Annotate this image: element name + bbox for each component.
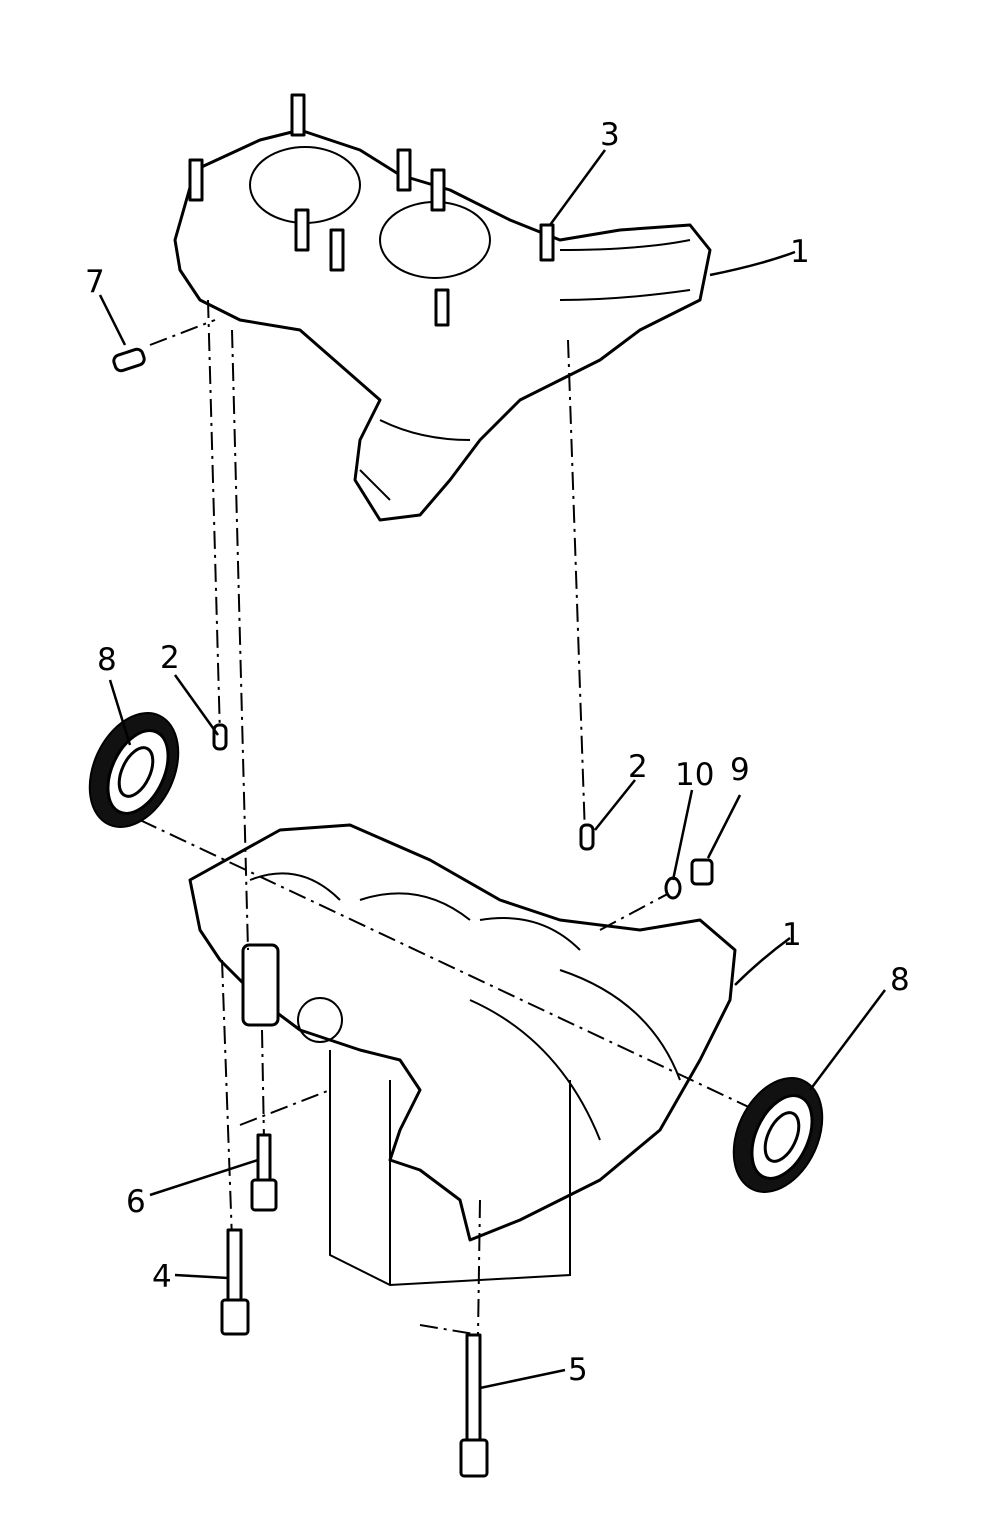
callout-1-top: 1 — [790, 234, 810, 270]
leader-lines — [98, 149, 886, 1390]
callout-8-right: 8 — [890, 962, 910, 998]
callout-9: 9 — [730, 752, 750, 788]
oil-seal-8-right — [732, 1077, 824, 1193]
bolt-6 — [250, 1133, 278, 1212]
dowel-pin-2-right — [579, 823, 595, 851]
dowel-pin-7 — [112, 347, 146, 373]
oil-seal-8-left — [88, 712, 180, 828]
drain-plug-9 — [690, 858, 714, 886]
callout-labels: 1 3 7 8 2 2 10 9 1 8 6 4 5 — [85, 117, 910, 1388]
lower-crankcase-half — [188, 823, 737, 1287]
callout-1-bottom: 1 — [782, 917, 802, 953]
callout-4: 4 — [152, 1259, 172, 1295]
alignment-lines — [139, 299, 756, 1336]
bolt-4 — [220, 1228, 250, 1336]
callout-3: 3 — [600, 117, 620, 153]
callout-6: 6 — [126, 1184, 146, 1220]
callout-5: 5 — [568, 1352, 588, 1388]
upper-crankcase-half — [173, 93, 712, 522]
callout-8-left: 8 — [97, 642, 117, 678]
dowel-pin-2-left — [212, 723, 228, 751]
bolt-5 — [459, 1333, 489, 1478]
washer-10 — [664, 876, 682, 900]
callout-7: 7 — [85, 264, 105, 300]
callout-10: 10 — [675, 757, 714, 793]
callout-2-left: 2 — [160, 640, 180, 676]
callout-2-right: 2 — [628, 749, 648, 785]
